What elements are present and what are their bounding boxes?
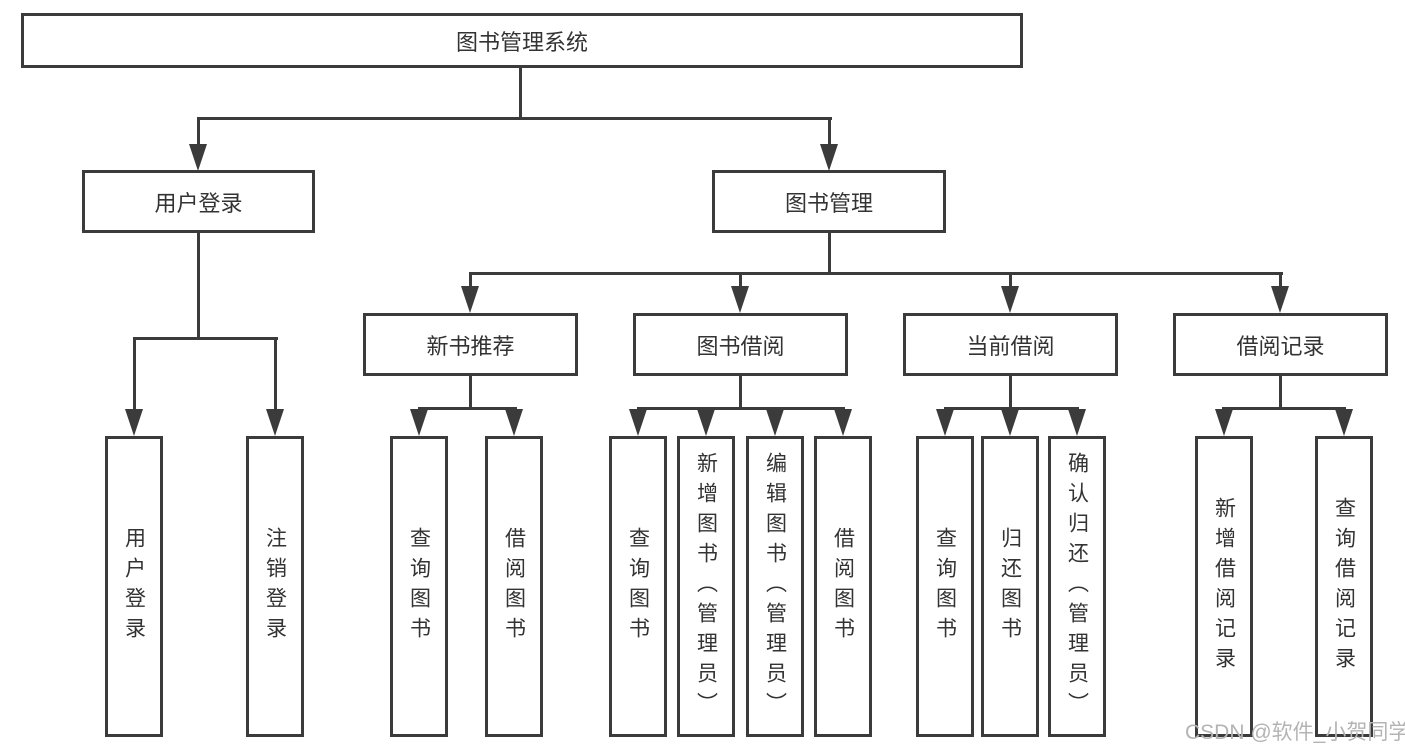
- arrowhead-confirm-return: [1068, 409, 1086, 436]
- connector-to-borrow-records: [1279, 272, 1282, 288]
- leaf-confirm-return-admin-label: 确认归还（管理员）: [1065, 451, 1089, 722]
- connector-to-user-login: [197, 117, 200, 147]
- arrowhead-borrow-records: [1271, 286, 1289, 313]
- arrowhead-query-borrow-record: [1335, 409, 1353, 436]
- leaf-return-book-label: 归还图书: [998, 526, 1022, 647]
- watermark: CSDN @软件_小贺同学: [1185, 716, 1405, 746]
- leaf-edit-book-admin-label: 编辑图书（管理员）: [763, 451, 787, 722]
- leaf-edit-book-admin: 编辑图书（管理员）: [746, 436, 804, 737]
- node-current-borrow-label: 当前借阅: [966, 333, 1055, 359]
- node-root-label: 图书管理系统: [455, 29, 588, 55]
- leaf-query-books-3-label: 查询图书: [933, 526, 957, 647]
- connector-to-leaf-logout: [274, 337, 277, 412]
- arrowhead-book-management: [820, 144, 838, 171]
- leaf-add-borrow-record: 新增借阅记录: [1195, 436, 1253, 737]
- node-borrow-records-label: 借阅记录: [1236, 333, 1325, 359]
- arrowhead-query-books-2: [629, 409, 647, 436]
- arrowhead-borrow-books-1: [505, 409, 523, 436]
- connector-to-book-management: [828, 117, 831, 147]
- node-root: 图书管理系统: [21, 13, 1023, 68]
- connector-to-current-borrow: [1009, 272, 1012, 288]
- connector-book-mgmt-stem: [828, 233, 831, 275]
- arrowhead-add-borrow-record: [1215, 409, 1233, 436]
- leaf-query-borrow-record-label: 查询借阅记录: [1332, 496, 1356, 677]
- leaf-query-books-1-label: 查询图书: [407, 526, 431, 647]
- leaf-add-book-admin: 新增图书（管理员）: [677, 436, 735, 737]
- leaf-borrow-books-2-label: 借阅图书: [831, 526, 855, 647]
- connector-borrow-records-stem: [1279, 376, 1282, 410]
- arrowhead-add-book: [697, 409, 715, 436]
- node-user-login: 用户登录: [82, 170, 315, 233]
- arrowhead-book-borrow: [731, 286, 749, 313]
- leaf-borrow-books-1: 借阅图书: [485, 436, 543, 737]
- leaf-logout-label: 注销登录: [263, 526, 287, 647]
- arrowhead-query-books-1: [410, 409, 428, 436]
- connector-new-book-split: [418, 407, 517, 410]
- leaf-query-books-2: 查询图书: [609, 436, 667, 737]
- connector-current-borrow-split: [944, 407, 1079, 410]
- connector-to-new-book: [469, 272, 472, 288]
- arrowhead-new-book: [461, 286, 479, 313]
- connector-root-stem: [519, 68, 522, 117]
- node-book-management: 图书管理: [712, 170, 946, 233]
- connector-user-login-split: [133, 337, 278, 340]
- connector-book-borrow-split: [637, 407, 845, 410]
- arrowhead-return-book: [1001, 409, 1019, 436]
- arrowhead-user-login: [189, 144, 207, 171]
- connector-book-mgmt-split: [469, 272, 1283, 275]
- arrowhead-leaf-login: [125, 409, 143, 436]
- node-user-login-label: 用户登录: [154, 190, 243, 216]
- node-new-book-recommend-label: 新书推荐: [426, 333, 515, 359]
- leaf-user-login-label: 用户登录: [122, 526, 146, 647]
- connector-root-split: [197, 117, 832, 120]
- leaf-borrow-books-2: 借阅图书: [814, 436, 872, 737]
- leaf-add-borrow-record-label: 新增借阅记录: [1212, 496, 1236, 677]
- connector-book-borrow-stem: [739, 376, 742, 410]
- arrowhead-edit-book: [766, 409, 784, 436]
- arrowhead-borrow-books-2: [834, 409, 852, 436]
- leaf-logout: 注销登录: [246, 436, 304, 737]
- leaf-query-books-3: 查询图书: [916, 436, 974, 737]
- leaf-user-login: 用户登录: [105, 436, 163, 737]
- node-new-book-recommend: 新书推荐: [363, 313, 578, 376]
- connector-to-leaf-login: [133, 337, 136, 412]
- node-borrow-records: 借阅记录: [1173, 313, 1388, 376]
- arrowhead-current-borrow: [1001, 286, 1019, 313]
- leaf-query-books-2-label: 查询图书: [626, 526, 650, 647]
- connector-borrow-records-split: [1222, 407, 1346, 410]
- leaf-add-book-admin-label: 新增图书（管理员）: [694, 451, 718, 722]
- connector-current-borrow-stem: [1009, 376, 1012, 410]
- arrowhead-query-books-3: [936, 409, 954, 436]
- watermark-text: CSDN @软件_小贺同学: [1185, 721, 1405, 744]
- leaf-query-borrow-record: 查询借阅记录: [1315, 436, 1373, 737]
- connector-to-book-borrow: [739, 272, 742, 288]
- node-book-borrow-label: 图书借阅: [696, 333, 785, 359]
- leaf-query-books-1: 查询图书: [390, 436, 448, 737]
- leaf-confirm-return-admin: 确认归还（管理员）: [1048, 436, 1106, 737]
- node-book-borrow: 图书借阅: [633, 313, 848, 376]
- arrowhead-leaf-logout: [266, 409, 284, 436]
- leaf-return-book: 归还图书: [981, 436, 1039, 737]
- leaf-borrow-books-1-label: 借阅图书: [502, 526, 526, 647]
- connector-new-book-stem: [469, 376, 472, 410]
- node-book-management-label: 图书管理: [784, 190, 873, 216]
- node-current-borrow: 当前借阅: [903, 313, 1118, 376]
- connector-user-login-stem: [197, 233, 200, 340]
